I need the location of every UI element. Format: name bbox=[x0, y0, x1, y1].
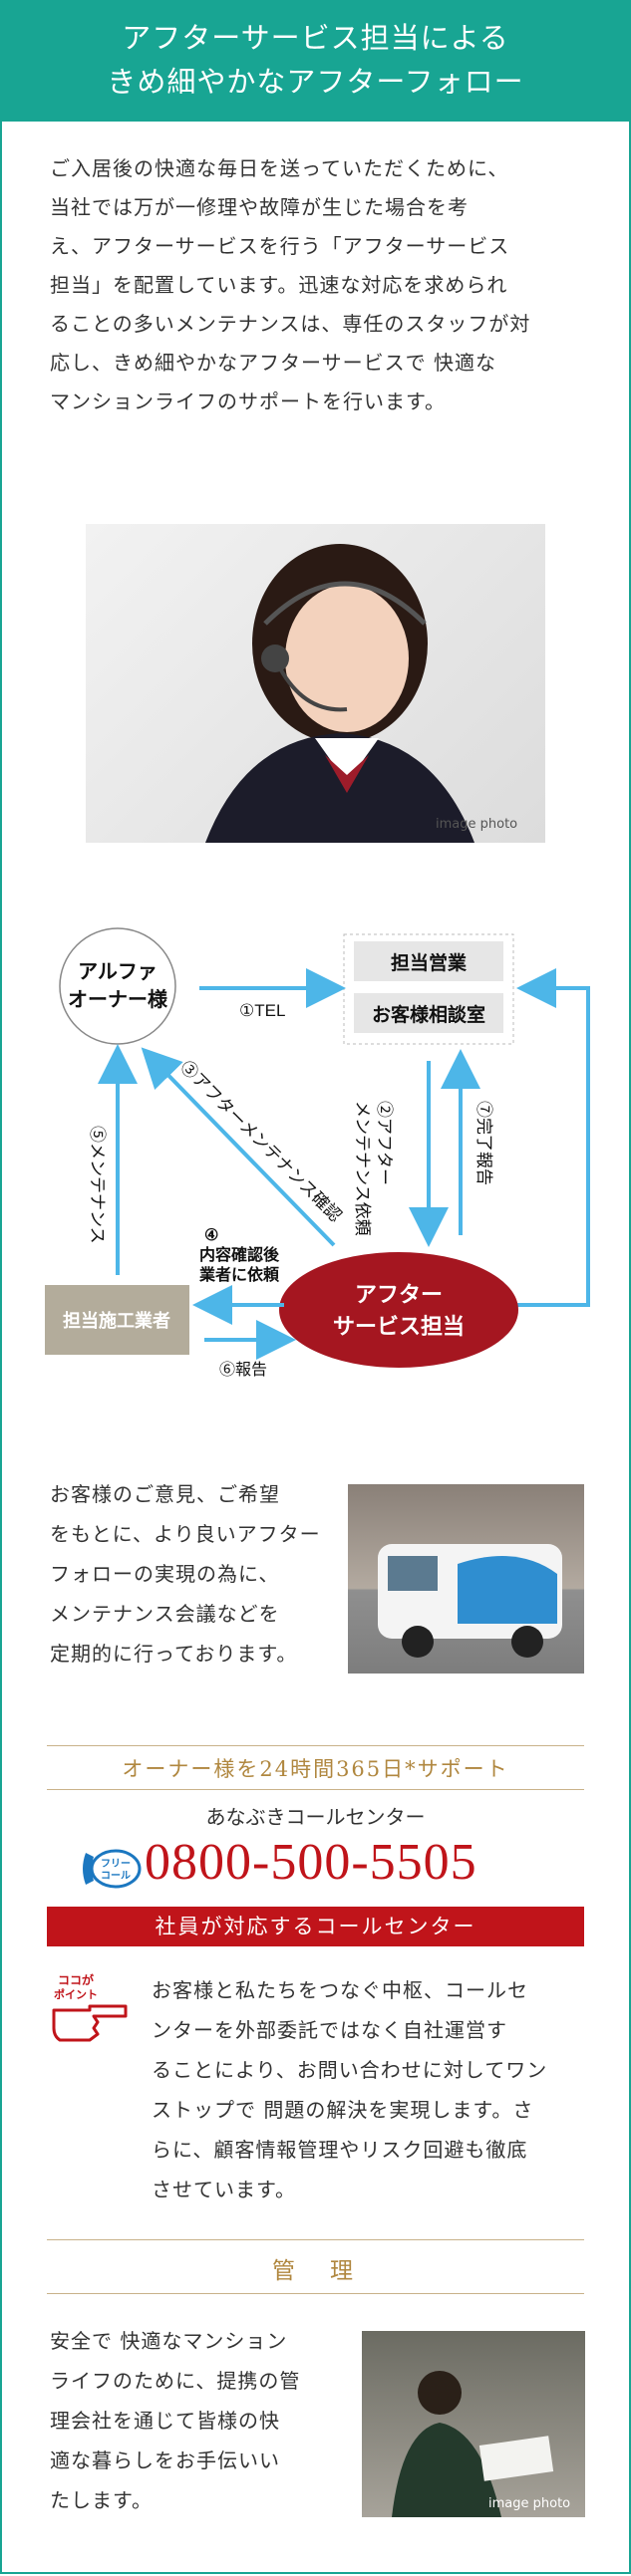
document-shape bbox=[478, 2436, 554, 2481]
after-service-label-2: サービス担当 bbox=[333, 1314, 465, 1339]
van-illustration bbox=[378, 1544, 562, 1658]
call-center-bar: 社員が対応するコールセンター bbox=[47, 1907, 584, 1946]
intro-line: マンションライフのサポートを行います。 bbox=[50, 389, 446, 413]
management-line: 適な暮らしをお手伝いい bbox=[50, 2448, 280, 2472]
support-title: オーナー様を24時間365日*サポート bbox=[122, 1757, 509, 1781]
service-van-photo bbox=[348, 1484, 584, 1674]
management-line: 理会社を通じて皆様の快 bbox=[50, 2409, 280, 2433]
pointing-hand-icon: ココが ポイント bbox=[52, 1972, 128, 2042]
point-label-1: ココが bbox=[58, 1972, 94, 1987]
page-header: アフターサービス担当による きめ細やかなアフターフォロー bbox=[0, 0, 631, 122]
support-line: ンターを外部委託ではなく自社運営す bbox=[152, 2018, 507, 2042]
owner-label-2: オーナー様 bbox=[68, 987, 168, 1011]
management-line: ライフのために、提携の管 bbox=[50, 2369, 301, 2393]
support-line: させています。 bbox=[152, 2178, 296, 2201]
header-line-1: アフターサービス担当による bbox=[122, 21, 509, 55]
step3-arrow bbox=[141, 1047, 336, 1247]
intro-line: 当社では万が一修理や故障が生じた場合を考 bbox=[50, 195, 469, 219]
management-illustration bbox=[392, 2371, 554, 2517]
management-divider-top bbox=[47, 2239, 584, 2240]
meeting-line: フォローの実現の為に、 bbox=[50, 1562, 280, 1586]
management-photo bbox=[362, 2331, 585, 2517]
support-line: らに、顧客情報管理やリスク回避も徹底 bbox=[152, 2138, 528, 2162]
person-body bbox=[392, 2423, 501, 2517]
step7-label: ⑦完了報告 bbox=[474, 1101, 493, 1185]
collar-shape bbox=[315, 738, 379, 783]
headset-earpiece bbox=[261, 644, 289, 672]
van-wheel bbox=[511, 1626, 543, 1658]
meeting-line: 定期的に行っております。 bbox=[50, 1642, 298, 1666]
phone-number[interactable]: 0800-500-5505 bbox=[145, 1834, 477, 1891]
management-title: 管 理 bbox=[272, 2258, 359, 2284]
support-line: ストップで 問題の解決を実現します。さ bbox=[152, 2098, 534, 2122]
operator-photo bbox=[86, 524, 545, 843]
step5-label: ⑤メンテナンス bbox=[88, 1126, 107, 1244]
step4-label-1: ④ bbox=[204, 1227, 218, 1244]
face-shape bbox=[285, 585, 409, 732]
free-call-label-2: コール bbox=[101, 1871, 131, 1882]
intro-line: ることの多いメンテナンスは、専任のスタッフが対 bbox=[50, 312, 531, 336]
header-line-2: きめ細やかなアフターフォロー bbox=[107, 65, 524, 99]
jacket-shape bbox=[205, 733, 474, 843]
tel-label: ①TEL bbox=[239, 1001, 285, 1020]
van-graphic bbox=[458, 1556, 557, 1624]
support-paragraph: お客様と私たちをつなぐ中枢、コールセ ンターを外部委託ではなく自社運営す ること… bbox=[152, 1970, 590, 2209]
support-divider-bottom bbox=[47, 1789, 584, 1790]
service-flow-diagram: アルファ オーナー様 担当営業 お客様相談室 ①TEL ②アフター メンテナンス… bbox=[45, 927, 590, 1379]
point-badge: ココが ポイント bbox=[50, 1970, 130, 2050]
headset-band bbox=[263, 581, 427, 626]
van-window bbox=[388, 1556, 438, 1591]
step6-label: ⑥報告 bbox=[219, 1361, 267, 1379]
van-wheel bbox=[402, 1626, 434, 1658]
person-head bbox=[418, 2371, 462, 2415]
photo-caption: image photo bbox=[436, 817, 518, 832]
management-paragraph: 安全で 快適なマンション ライフのために、提携の管 理会社を通じて皆様の快 適な… bbox=[50, 2321, 349, 2520]
step3-label: ③アフターメンテナンス確認 bbox=[176, 1057, 345, 1225]
management-photo-caption: image photo bbox=[488, 2496, 571, 2511]
after-service-node: アフター サービス担当 bbox=[279, 1252, 518, 1368]
contractor-label: 担当施工業者 bbox=[63, 1310, 170, 1331]
management-line: たします。 bbox=[50, 2488, 153, 2512]
free-call-icon: フリー コール bbox=[78, 1845, 142, 1893]
intro-line: ご入居後の快適な毎日を送っていただくために、 bbox=[50, 156, 509, 180]
meeting-line: お客様のご意見、ご希望 bbox=[50, 1482, 280, 1506]
after-service-label-1: アフター bbox=[355, 1282, 443, 1307]
owner-label-1: アルファ bbox=[78, 961, 158, 983]
call-center-name: あなぶきコールセンター bbox=[205, 1805, 426, 1829]
meeting-line: をもとに、より良いアフター bbox=[50, 1522, 321, 1546]
owner-node: アルファ オーナー様 bbox=[59, 927, 176, 1045]
operator-illustration bbox=[205, 544, 474, 843]
sales-node: 担当営業 お客様相談室 bbox=[343, 933, 514, 1045]
sales-bottom-label: お客様相談室 bbox=[372, 1003, 485, 1026]
intro-line: え、アフターサービスを行う「アフターサービス bbox=[50, 234, 510, 258]
step4-label-2: 内容確認後 bbox=[199, 1245, 280, 1264]
step2-label-1: ②アフター bbox=[375, 1101, 394, 1185]
free-call-label-1: フリー bbox=[101, 1858, 131, 1870]
management-divider-bottom bbox=[47, 2293, 584, 2294]
support-line: お客様と私たちをつなぐ中枢、コールセ bbox=[152, 1978, 528, 2002]
support-divider-top bbox=[47, 1745, 584, 1746]
step2-label-2: メンテナンス依頼 bbox=[353, 1101, 372, 1236]
meeting-line: メンテナンス会議などを bbox=[50, 1602, 280, 1626]
bow-tie-shape bbox=[325, 755, 369, 793]
contractor-node: 担当施工業者 bbox=[45, 1285, 189, 1355]
management-line: 安全で 快適なマンション bbox=[50, 2329, 288, 2353]
sales-top-label: 担当営業 bbox=[391, 951, 468, 974]
step4-label-3: 業者に依頼 bbox=[198, 1265, 280, 1284]
return-arrow bbox=[504, 968, 590, 1307]
support-line: ることにより、お問い合わせに対してワン bbox=[152, 2058, 548, 2082]
headset-mic bbox=[278, 667, 348, 712]
intro-line: 担当」を配置しています。迅速な対応を求められ bbox=[50, 273, 508, 297]
point-label-2: ポイント bbox=[54, 1987, 98, 2001]
intro-line: 応し、きめ細やかなアフターサービスで 快適な bbox=[50, 351, 496, 375]
intro-paragraph: ご入居後の快適な毎日を送っていただくために、 当社では万が一修理や故障が生じた場… bbox=[50, 149, 588, 421]
meeting-paragraph: お客様のご意見、ご希望 をもとに、より良いアフター フォローの実現の為に、 メン… bbox=[50, 1474, 349, 1674]
phone-icon: フリー コール bbox=[83, 1849, 142, 1889]
